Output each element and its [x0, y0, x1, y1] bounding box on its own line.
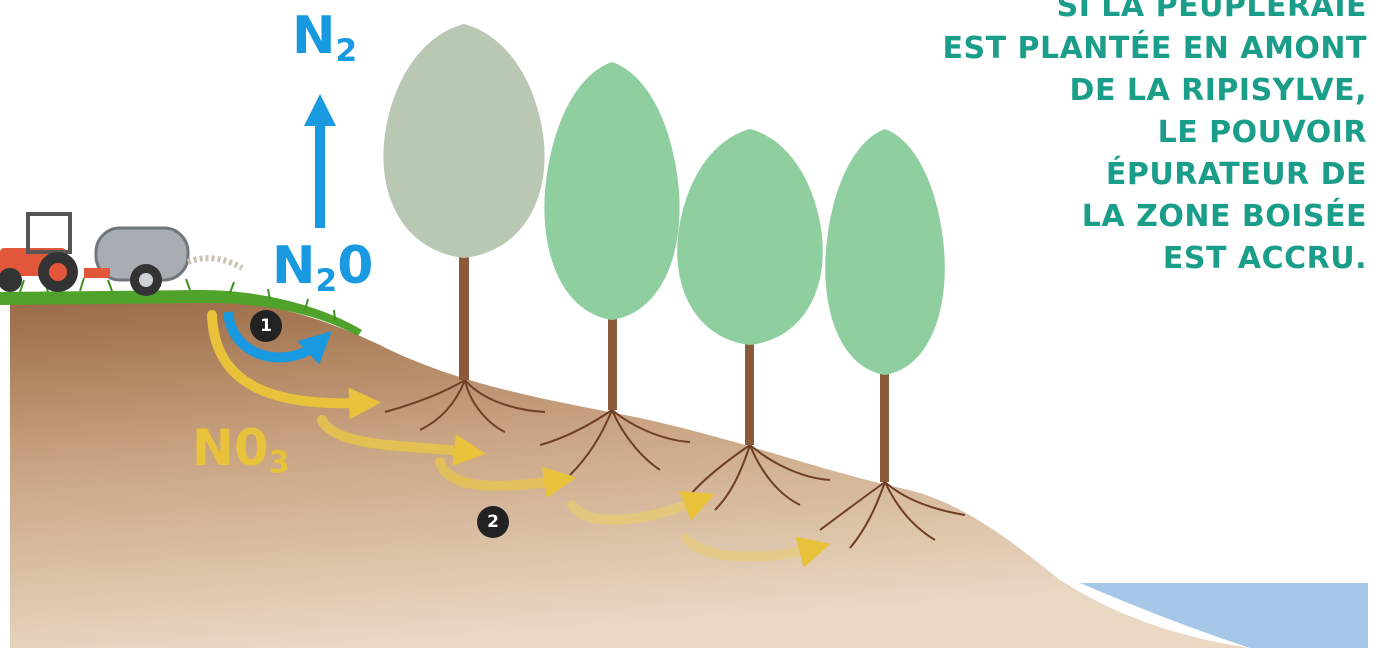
tractor-icon	[0, 212, 78, 292]
caption-line: LE POUVOIR	[1157, 115, 1367, 150]
caption-text: SI LA PEUPLERAIE EST PLANTÉE EN AMONT DE…	[847, 0, 1367, 280]
label-n2-base: N	[292, 6, 336, 66]
caption-line: DE LA RIPISYLVE,	[1069, 73, 1367, 108]
label-n2o-sub: 2	[315, 262, 338, 299]
poplar-tree-icon	[825, 129, 945, 482]
grass	[0, 290, 362, 336]
water	[1080, 583, 1368, 648]
label-n2o-tail: 0	[337, 236, 374, 296]
soil-slope	[10, 300, 1250, 648]
slurry-tank-icon	[84, 226, 244, 296]
label-n2o: N20	[272, 240, 373, 297]
nitrate-flow-arrows	[207, 310, 831, 568]
step-badge-2: 2	[477, 506, 509, 538]
label-no3-sub: 3	[268, 445, 290, 481]
label-n2: N2	[292, 10, 357, 67]
label-n2o-base: N	[272, 236, 316, 296]
label-no3-base: N0	[192, 419, 269, 477]
poplar-tree-icon	[544, 61, 680, 410]
caption-line: SI LA PEUPLERAIE	[1056, 0, 1367, 24]
step-badge-1: 1	[250, 310, 282, 342]
nitrogen-flux-arrows	[223, 93, 337, 365]
poplar-tree-icon	[677, 129, 823, 445]
caption-line: ÉPURATEUR DE	[1105, 157, 1367, 192]
caption-line: LA ZONE BOISÉE	[1081, 199, 1367, 234]
caption-line: EST PLANTÉE EN AMONT	[942, 31, 1367, 66]
root-system-icon	[384, 379, 966, 549]
label-no3: N03	[192, 423, 290, 479]
poplar-tree-icon	[383, 24, 545, 380]
caption-line: EST ACCRU.	[1162, 241, 1367, 276]
label-n2-sub: 2	[335, 32, 358, 69]
